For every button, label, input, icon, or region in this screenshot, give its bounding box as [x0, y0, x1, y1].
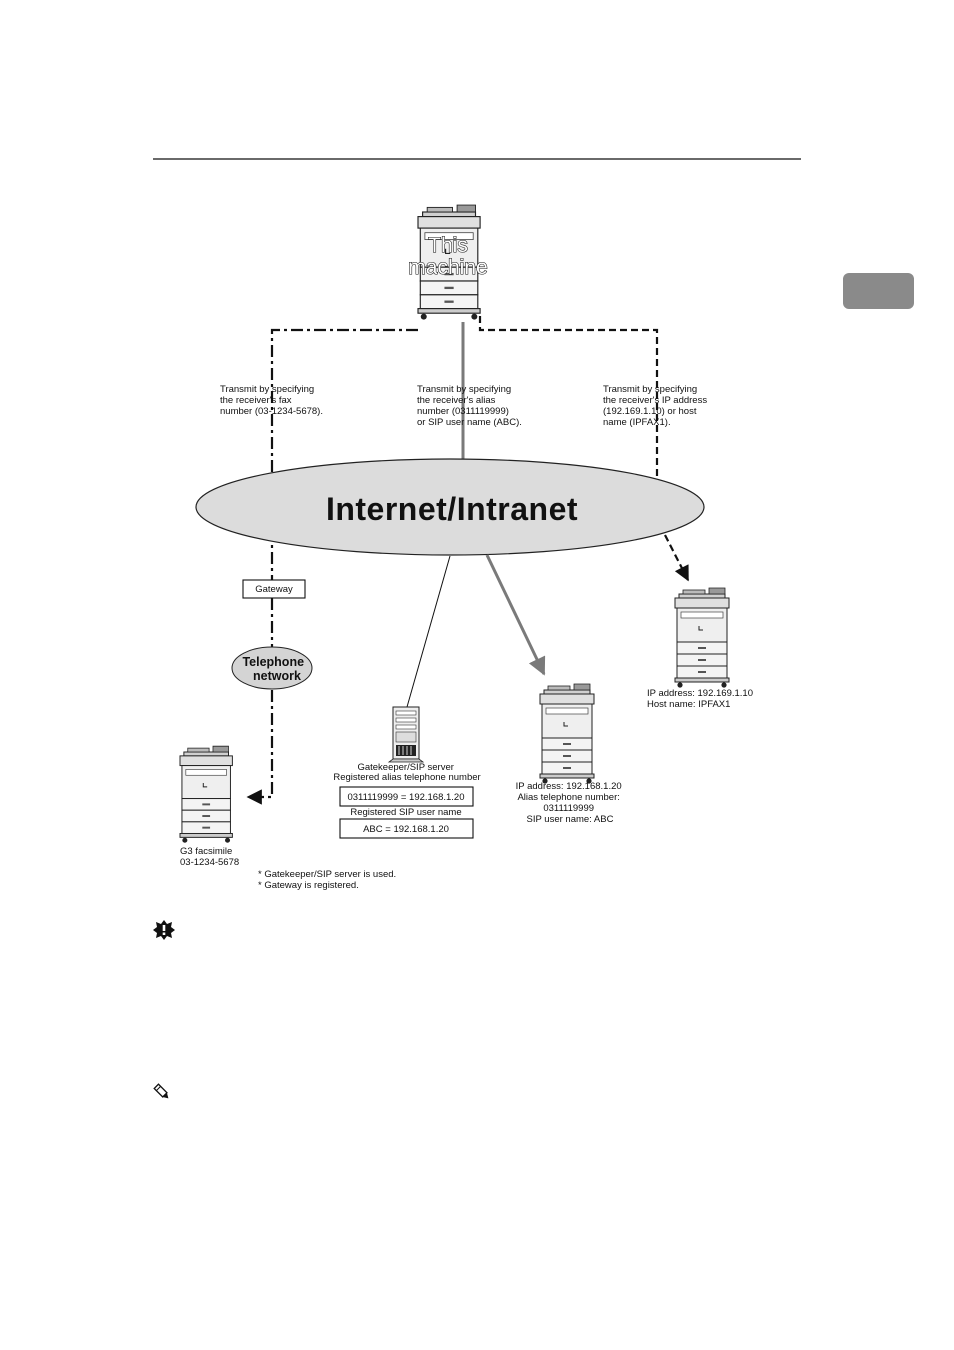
gateway-box — [242, 579, 306, 599]
sip-entry-text: ABC = 192.168.1.20 — [363, 824, 449, 835]
receiver-alias-label: IP address: 192.168.1.20 Alias telephone… — [516, 781, 625, 825]
footnotes: * Gatekeeper/SIP server is used. * Gatew… — [258, 869, 399, 891]
internet-intranet-cloud — [195, 458, 705, 556]
server-label: Gatekeeper/SIP server Registered alias t… — [333, 762, 480, 783]
sip-heading-text: Registered SIP user name — [350, 807, 461, 818]
gateway-label: Gateway — [255, 584, 293, 595]
receiver-ip-icon — [674, 587, 730, 689]
alias-entry-text: 0311119999 = 192.168.1.20 — [347, 792, 464, 803]
g3-facsimile-icon — [179, 745, 233, 844]
server-icon — [387, 706, 425, 763]
important-icon — [153, 920, 175, 940]
note-pencil-icon — [153, 1083, 169, 1099]
this-machine-label-line2: machine — [408, 256, 487, 279]
transmit-alias-text: Transmit by specifying the receiver's al… — [417, 384, 522, 428]
g3-facsimile-label: G3 facsimile 03-1234-5678 — [180, 846, 239, 868]
receiver-ip-label: IP address: 192.169.1.10 Host name: IPFA… — [647, 688, 756, 710]
telephone-network-cloud — [231, 646, 313, 690]
internet-intranet-label: Internet/Intranet — [326, 491, 578, 527]
receiver-alias-icon — [539, 683, 595, 785]
alias-delivery-arrow — [485, 554, 546, 676]
ip-route-line — [478, 316, 659, 480]
this-machine-label-line1: This — [428, 234, 468, 257]
server-link-line — [406, 555, 451, 708]
chapter-tab — [843, 273, 914, 309]
sip-entry-box — [339, 818, 474, 839]
fax-route-line — [246, 328, 418, 805]
ip-delivery-arrow — [664, 534, 689, 582]
alias-entry-box — [339, 786, 474, 807]
transmit-fax-text: Transmit by specifying the receiver's fa… — [220, 384, 323, 417]
telephone-network-label: Telephone network — [242, 655, 307, 683]
transmit-ip-text: Transmit by specifying the receiver's IP… — [603, 384, 710, 428]
